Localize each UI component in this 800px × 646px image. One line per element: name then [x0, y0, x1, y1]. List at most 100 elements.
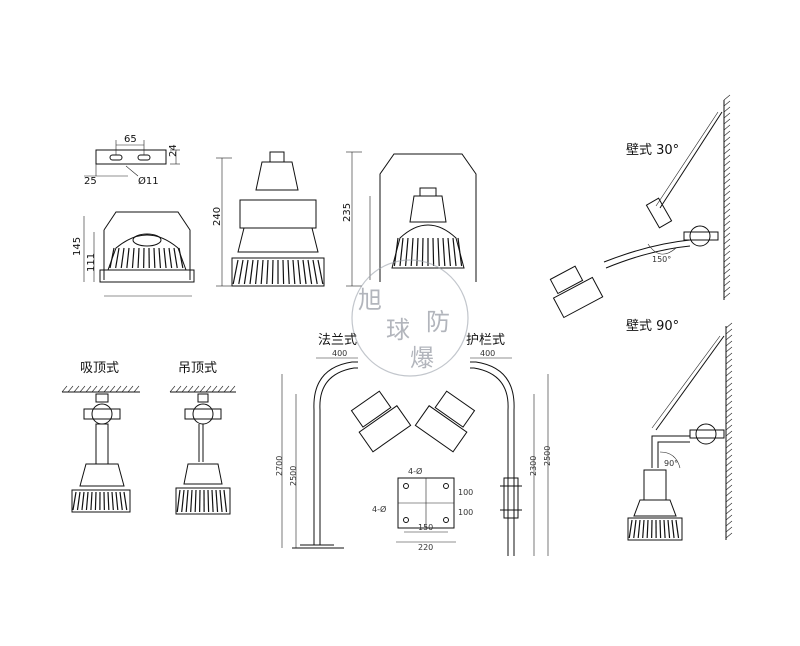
dim-flange-arm: 400 [332, 349, 347, 358]
dim-flange-100b: 100 [458, 508, 473, 517]
dim-bracket-offset: 25 [84, 176, 97, 187]
hatch-line [115, 385, 122, 393]
hatch-line [725, 490, 733, 497]
hatch-line [725, 340, 733, 347]
heat-sink-fin [243, 259, 249, 285]
hatch-line [723, 112, 731, 119]
heat-sink-fin [115, 491, 119, 511]
dim-flange-100a: 100 [458, 488, 473, 497]
hatch-line [723, 226, 731, 233]
dim-guardrail-arm: 400 [480, 349, 495, 358]
heat-sink-fin [163, 247, 167, 269]
hatch-line [725, 370, 733, 377]
heat-sink-fin [432, 237, 435, 267]
label-ceiling-mount: 吸顶式 [80, 361, 119, 376]
hatch-line [133, 385, 140, 393]
heat-sink-fin [137, 247, 140, 269]
watermark-char-1: 旭 [358, 286, 382, 314]
heat-sink-fin [111, 491, 114, 511]
hatch-line [725, 526, 733, 533]
hatch-line [723, 208, 731, 215]
heat-sink-fin [215, 489, 219, 513]
dim-flange-height: 2500 [289, 466, 298, 486]
heat-sink-fin [85, 491, 89, 511]
heat-sink-fin [292, 259, 296, 285]
heat-sink-fin [663, 519, 666, 539]
flange-plate-drawing: 150 220 100 100 4-Ø 4-Ø [372, 466, 473, 552]
hatch-line [199, 385, 206, 393]
heat-sink-fin [282, 259, 285, 285]
hatch-line [725, 334, 733, 341]
heat-sink-fin [457, 237, 463, 267]
heat-sink-fin [173, 247, 178, 269]
dim-flange-220: 220 [418, 543, 433, 552]
ceiling-mount-drawing: 吸顶式 [61, 361, 140, 513]
hatch-line [725, 502, 733, 509]
hatch-line [723, 256, 731, 263]
hatch-line [725, 418, 733, 425]
heat-sink-fin [90, 491, 93, 511]
hatch-line [121, 385, 128, 393]
dim-bracket-height: 24 [168, 144, 179, 157]
hatch-line [61, 385, 68, 393]
hatch-line [175, 385, 182, 393]
heat-sink-fin [447, 237, 451, 267]
heat-sink-fin [633, 519, 637, 539]
heat-sink-fin [181, 489, 185, 513]
guardrail-pole-drawing: 护栏式 400 2300 2500 [414, 333, 552, 556]
hatch-line [723, 136, 731, 143]
lamp-front-view-3: 235 [342, 151, 477, 287]
hatch-line [97, 385, 104, 393]
hatch-line [725, 520, 733, 527]
dim-angle-150: 150° [652, 255, 671, 264]
heat-sink-fin [120, 247, 125, 269]
flange-pole-drawing: 法兰式 400 2700 2500 [275, 333, 412, 549]
heat-sink-fin [119, 491, 123, 511]
wall-mount-30-drawing: 壁式 30° 150° [549, 94, 731, 319]
heat-sink-fin [302, 259, 307, 285]
heat-sink-fin [255, 259, 259, 285]
dim-guardrail-height: 2500 [543, 446, 552, 466]
hatch-line [725, 478, 733, 485]
hatch-line [725, 352, 733, 359]
heat-sink-fin [410, 237, 414, 267]
hatch-line [723, 166, 731, 173]
lamp-front-view-1: 145 111 [72, 211, 195, 297]
hatch-line [723, 274, 731, 281]
heat-sink-fin [153, 247, 156, 269]
hatch-line [723, 130, 731, 137]
hatch-line [723, 118, 731, 125]
hatch-line [725, 406, 733, 413]
hatch-line [725, 412, 733, 419]
heat-sink-fin [107, 491, 110, 511]
hatch-line [725, 496, 733, 503]
dim-hole-diameter: Ø11 [138, 175, 159, 187]
heat-sink-fin [190, 489, 193, 513]
heat-sink-fin [312, 259, 318, 285]
watermark-logo: 旭 球 防 爆 [351, 259, 469, 377]
hatch-line [723, 238, 731, 245]
hatch-line [187, 385, 194, 393]
hatch-line [725, 382, 733, 389]
heat-sink-fin [297, 259, 301, 285]
hatch-line [723, 214, 731, 221]
hatch-line [723, 262, 731, 269]
hatch-line [725, 454, 733, 461]
hatch-line [205, 385, 212, 393]
hatch-line [725, 388, 733, 395]
hatch-line [723, 202, 731, 209]
hatch-line [723, 106, 731, 113]
hatch-line [723, 220, 731, 227]
hatch-line [725, 358, 733, 365]
dim-flange-total: 2700 [275, 456, 284, 476]
heat-sink-fin [646, 519, 649, 539]
heat-sink-fin [260, 259, 264, 285]
hatch-line [723, 160, 731, 167]
dim-flange-side: 4-Ø [372, 504, 386, 514]
hatch-line [169, 385, 176, 393]
hatch-line [723, 178, 731, 185]
watermark-char-3: 防 [426, 308, 450, 336]
hatch-line [725, 466, 733, 473]
heat-sink-fin [123, 491, 128, 511]
dim-lamp3-height: 235 [342, 203, 353, 222]
